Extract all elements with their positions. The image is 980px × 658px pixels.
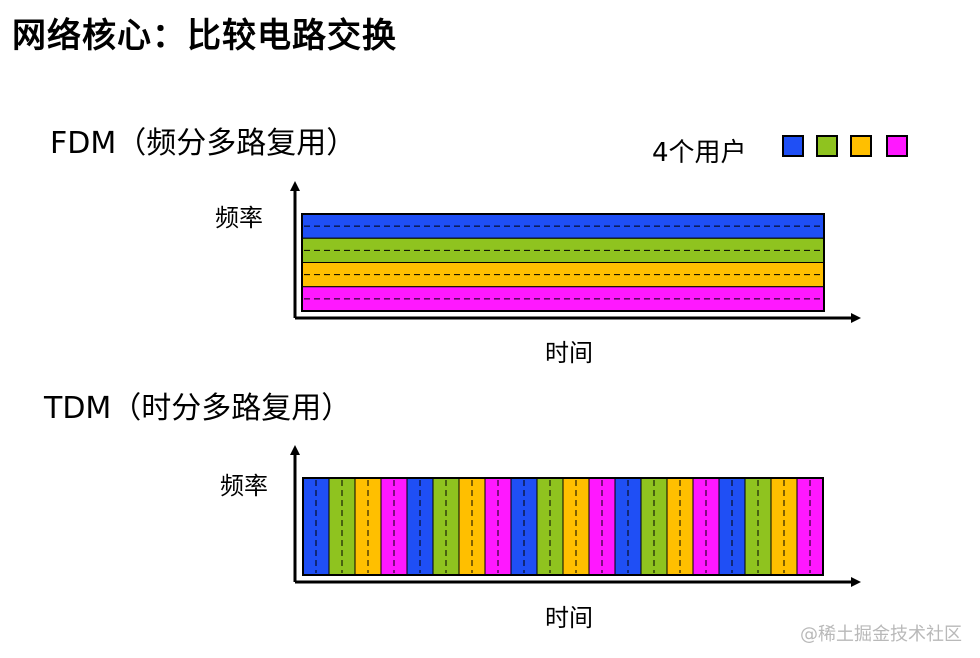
legend-swatch-user-2 — [816, 135, 838, 157]
tdm-box — [302, 477, 824, 576]
watermark: @稀土掘金技术社区 — [800, 624, 962, 645]
fdm-x-axis-label: 时间 — [545, 339, 593, 367]
tdm-heading: TDM（时分多路复用） — [44, 391, 352, 426]
legend-swatch-user-1 — [782, 135, 804, 157]
fdm-y-axis-label: 频率 — [215, 204, 263, 232]
tdm-slots — [302, 477, 824, 576]
legend-swatch-user-4 — [886, 135, 908, 157]
page-title: 网络核心：比较电路交换 — [12, 16, 397, 56]
legend-swatch-user-3 — [850, 135, 872, 157]
legend-label: 4个用户 — [652, 138, 747, 168]
tdm-y-axis-label: 频率 — [220, 472, 268, 500]
fdm-heading: FDM（频分多路复用） — [50, 126, 357, 161]
fdm-box — [301, 213, 825, 312]
tdm-x-axis-label: 时间 — [545, 604, 593, 632]
fdm-bands — [301, 213, 825, 312]
